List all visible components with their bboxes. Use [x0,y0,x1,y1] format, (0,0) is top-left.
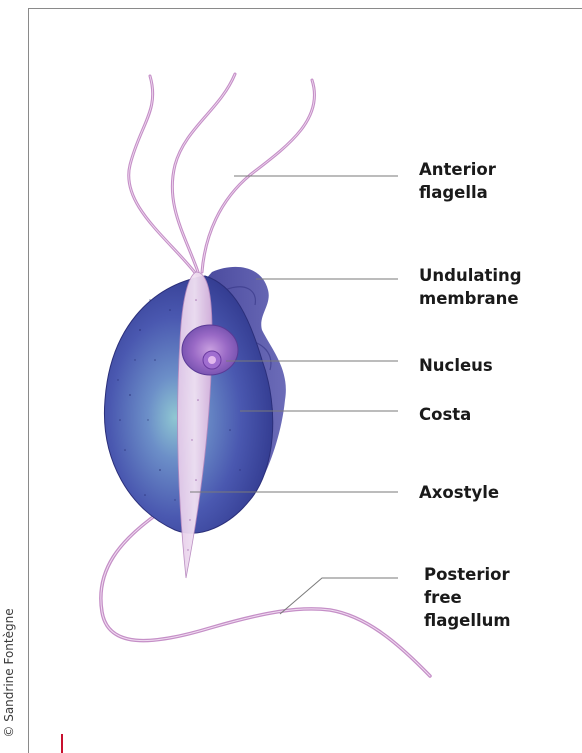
accent-mark [61,734,63,753]
posterior-flagellum [101,512,430,676]
label-undulating-membrane: Undulating membrane [419,264,522,310]
label-nucleus: Nucleus [419,354,493,377]
posterior-flagellum-highlight [101,512,430,676]
label-costa: Costa [419,403,471,426]
anterior-flagella-highlight [129,74,315,274]
label-anterior-flagella: Anterior flagella [419,158,496,204]
label-posterior-free-flagellum: Posterior free flagellum [424,563,511,632]
photo-credit: © Sandrine Fontègne [0,603,18,743]
label-axostyle: Axostyle [419,481,499,504]
nucleolus-inner [208,356,216,364]
anterior-flagellum-middle [172,74,235,272]
